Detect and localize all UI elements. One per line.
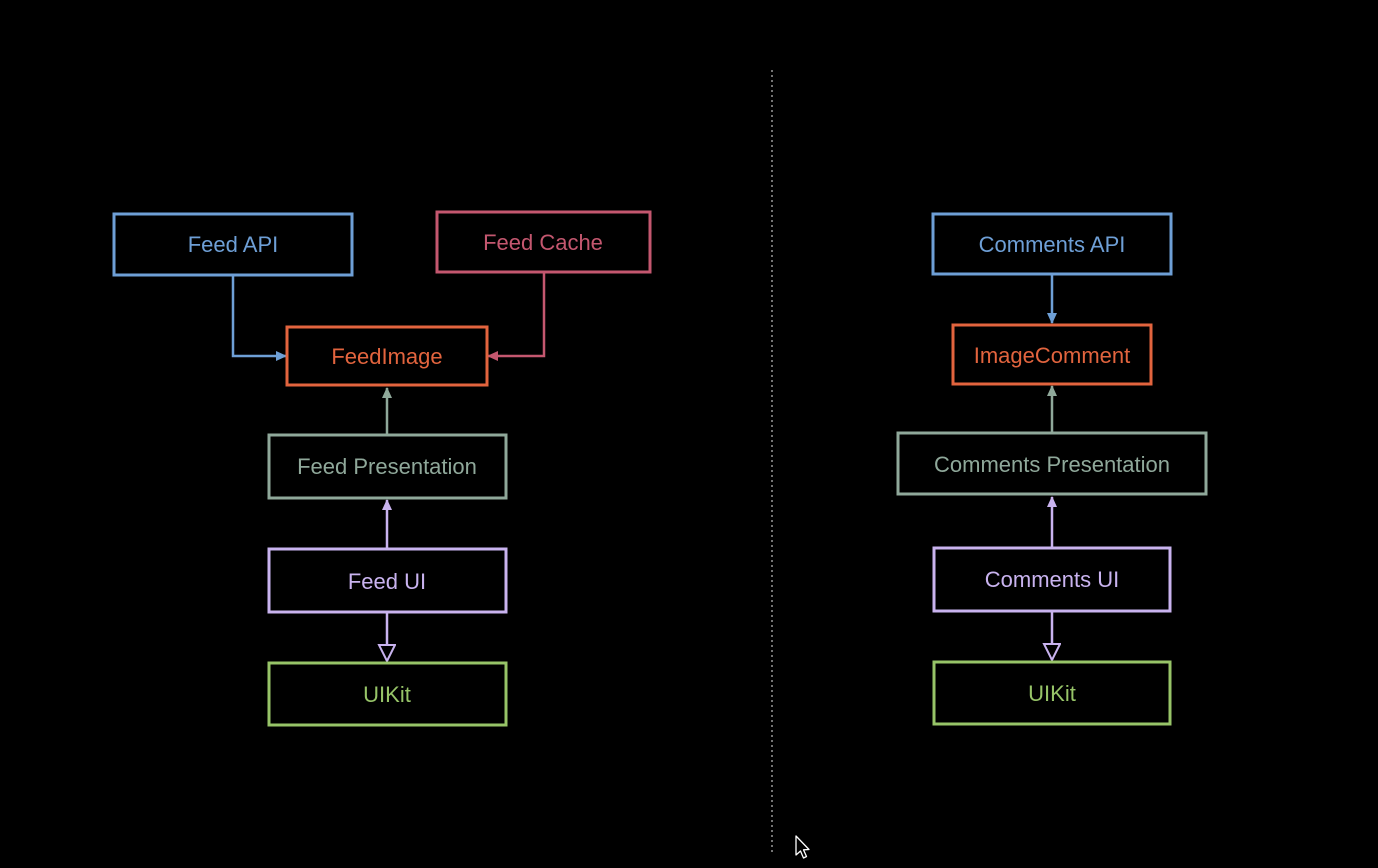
comments-uikit-node: UIKit — [932, 660, 1172, 726]
feed-api-to-model-arrow — [231, 275, 287, 361]
feed-api-node: Feed API — [112, 212, 354, 277]
feed-ui-node: Feed UI — [267, 547, 508, 614]
comments-presentation-label: Comments Presentation — [934, 452, 1170, 477]
feed-cache-label: Feed Cache — [483, 230, 603, 255]
feed-cache-node: Feed Cache — [435, 210, 652, 274]
comments-model-node: ImageComment — [951, 323, 1153, 386]
feed-model-node: FeedImage — [285, 325, 489, 387]
comments-ui-label: Comments UI — [985, 567, 1119, 592]
comments-uikit-label: UIKit — [1028, 681, 1076, 706]
feed-uikit-node: UIKit — [267, 661, 508, 727]
comments-api-node: Comments API — [931, 212, 1173, 276]
feed-presentation-node: Feed Presentation — [267, 433, 508, 500]
mouse-cursor-icon — [795, 835, 810, 859]
feed-api-label: Feed API — [188, 232, 279, 257]
feed-ui-label: Feed UI — [348, 569, 426, 594]
comments-api-label: Comments API — [979, 232, 1126, 257]
comments-model-label: ImageComment — [974, 343, 1131, 368]
comments-ui-node: Comments UI — [932, 546, 1172, 613]
feed-model-label: FeedImage — [331, 344, 442, 369]
feed-cache-to-model-arrow — [487, 272, 546, 361]
comments-presentation-node: Comments Presentation — [896, 431, 1208, 496]
feed-presentation-label: Feed Presentation — [297, 454, 477, 479]
feed-uikit-label: UIKit — [363, 682, 411, 707]
